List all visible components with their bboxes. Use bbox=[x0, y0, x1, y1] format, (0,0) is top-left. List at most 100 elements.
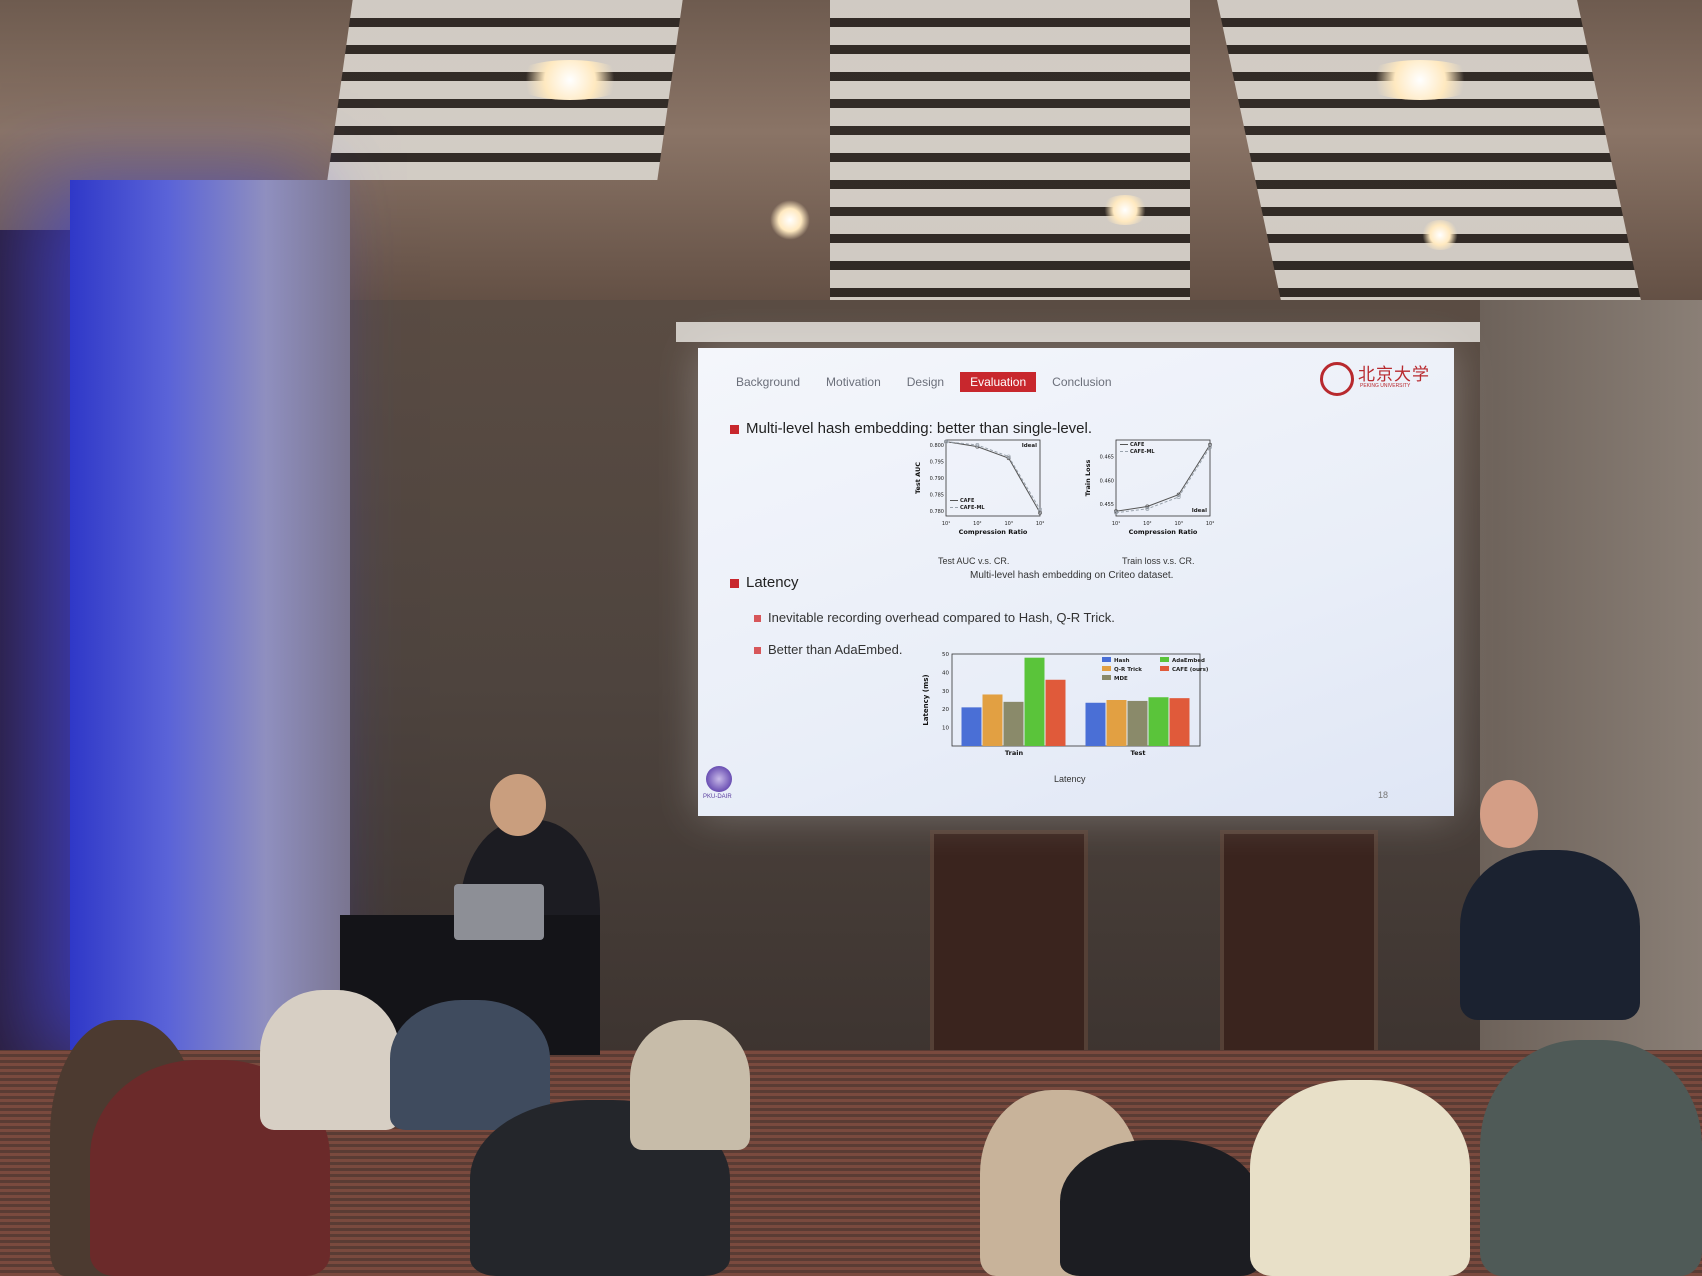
data-point bbox=[1038, 507, 1042, 512]
y-tick-label: 0.460 bbox=[1100, 478, 1114, 484]
bar bbox=[1169, 698, 1190, 746]
y-tick-label: 30 bbox=[942, 689, 949, 695]
nav-tab-conclusion: Conclusion bbox=[1052, 375, 1112, 389]
university-logo-subtext: PEKING UNIVERSITY bbox=[1360, 383, 1411, 389]
data-point bbox=[1006, 456, 1011, 461]
bar bbox=[1024, 657, 1045, 746]
sub-bullet-overhead-text: Inevitable recording overhead compared t… bbox=[768, 610, 1115, 625]
bullet-latency-text: Latency bbox=[746, 574, 799, 591]
ideal-annotation: Ideal bbox=[1022, 443, 1037, 449]
bar bbox=[1106, 700, 1127, 746]
legend-swatch bbox=[1102, 675, 1111, 680]
ceiling-light bbox=[1360, 60, 1480, 100]
nav-tab-evaluation: Evaluation bbox=[960, 372, 1037, 392]
legend-swatch bbox=[1102, 657, 1111, 662]
sub-bullet-adaembed: Better than AdaEmbed. bbox=[754, 642, 902, 657]
caption-figure: Multi-level hash embedding on Criteo dat… bbox=[970, 570, 1174, 581]
legend-label: CAFE (ours) bbox=[1172, 667, 1209, 673]
caption-bar-chart: Latency bbox=[1054, 774, 1086, 784]
legend-swatch bbox=[1102, 666, 1111, 671]
laptop bbox=[454, 884, 544, 940]
page-number: 18 bbox=[1378, 790, 1389, 800]
legend-swatch bbox=[1160, 666, 1169, 671]
plot-frame bbox=[951, 653, 1201, 747]
legend-label: Q-R Trick bbox=[1114, 667, 1142, 673]
legend-label: CAFE-ML bbox=[1130, 449, 1155, 455]
series-line bbox=[945, 441, 1041, 510]
data-point bbox=[1114, 510, 1118, 515]
university-seal-logo bbox=[1320, 362, 1354, 396]
sub-bullet-adaembed-text: Better than AdaEmbed. bbox=[768, 642, 903, 657]
audience-member bbox=[1060, 1140, 1260, 1276]
y-axis-label: Test AUC bbox=[914, 462, 922, 494]
bar bbox=[1045, 679, 1066, 746]
y-tick-label: 50 bbox=[942, 652, 949, 658]
series-line bbox=[1115, 446, 1211, 514]
x-tick-label: 10⁴ bbox=[1206, 521, 1214, 527]
y-tick-label: 10 bbox=[942, 726, 949, 732]
ceiling-panel bbox=[327, 0, 683, 180]
y-axis-label: Latency (ms) bbox=[922, 674, 930, 725]
audience-member bbox=[390, 1000, 550, 1130]
legend-label: CAFE bbox=[1130, 442, 1145, 448]
x-tick-label: Test bbox=[1131, 749, 1146, 757]
data-point bbox=[1006, 454, 1011, 459]
data-point bbox=[1208, 445, 1212, 450]
data-point bbox=[1145, 506, 1150, 511]
y-tick-label: 0.780 bbox=[930, 509, 944, 515]
series-line bbox=[945, 441, 1041, 513]
audience-member bbox=[1480, 1040, 1702, 1276]
projected-slide: Background Motivation Design Evaluation … bbox=[698, 348, 1454, 816]
nav-tab-design: Design bbox=[906, 375, 945, 389]
y-tick-label: 0.785 bbox=[930, 493, 944, 499]
y-tick-label: 40 bbox=[942, 670, 949, 676]
session-chair bbox=[1460, 780, 1640, 1020]
ceiling-light bbox=[510, 60, 630, 100]
x-tick-label: Train bbox=[1005, 749, 1024, 757]
door bbox=[1220, 830, 1378, 1068]
bar bbox=[1003, 701, 1024, 746]
audience-member bbox=[630, 1020, 750, 1150]
ceiling-panel bbox=[1217, 0, 1643, 310]
bar bbox=[1085, 702, 1106, 746]
data-point bbox=[1176, 495, 1181, 499]
ceiling-panel bbox=[830, 0, 1190, 310]
y-tick-label: 20 bbox=[942, 707, 949, 713]
lab-logo-text: PKU-DAIR bbox=[703, 794, 732, 800]
series-line bbox=[1115, 444, 1211, 512]
university-logo-text: 北京大学 bbox=[1358, 365, 1430, 385]
data-point bbox=[1208, 442, 1212, 447]
x-tick-label: 10³ bbox=[1004, 521, 1012, 527]
legend-label: CAFE bbox=[960, 498, 975, 504]
nav-tab-background: Background bbox=[736, 375, 801, 389]
audience-member bbox=[1250, 1080, 1470, 1276]
session-chair-head bbox=[1480, 780, 1538, 848]
x-axis-label: Compression Ratio bbox=[1129, 528, 1198, 536]
pillar bbox=[70, 180, 350, 1060]
plot-frame bbox=[1115, 439, 1211, 517]
ideal-annotation: Ideal bbox=[1192, 508, 1207, 514]
lab-logo bbox=[706, 766, 732, 792]
x-axis-label: Compression Ratio bbox=[959, 528, 1028, 536]
data-point bbox=[1114, 509, 1118, 514]
x-tick-label: 10² bbox=[973, 521, 981, 527]
sub-bullet-overhead: Inevitable recording overhead compared t… bbox=[754, 610, 1115, 625]
x-tick-label: 10³ bbox=[1174, 521, 1182, 527]
presenter-head bbox=[490, 774, 546, 836]
legend-swatch bbox=[1160, 657, 1169, 662]
x-tick-label: 10¹ bbox=[1112, 521, 1120, 527]
bullet-latency: Latency bbox=[730, 574, 799, 591]
x-tick-label: 10⁴ bbox=[1036, 521, 1044, 527]
caption-right-plot: Train loss v.s. CR. bbox=[1122, 556, 1195, 566]
data-point bbox=[1145, 504, 1150, 509]
bar bbox=[1127, 700, 1148, 746]
bar bbox=[982, 694, 1003, 746]
plot-frame bbox=[945, 439, 1041, 517]
door bbox=[930, 830, 1088, 1068]
bullet-square-icon bbox=[754, 615, 761, 623]
x-tick-label: 10² bbox=[1143, 521, 1151, 527]
screen-housing bbox=[676, 322, 1480, 342]
